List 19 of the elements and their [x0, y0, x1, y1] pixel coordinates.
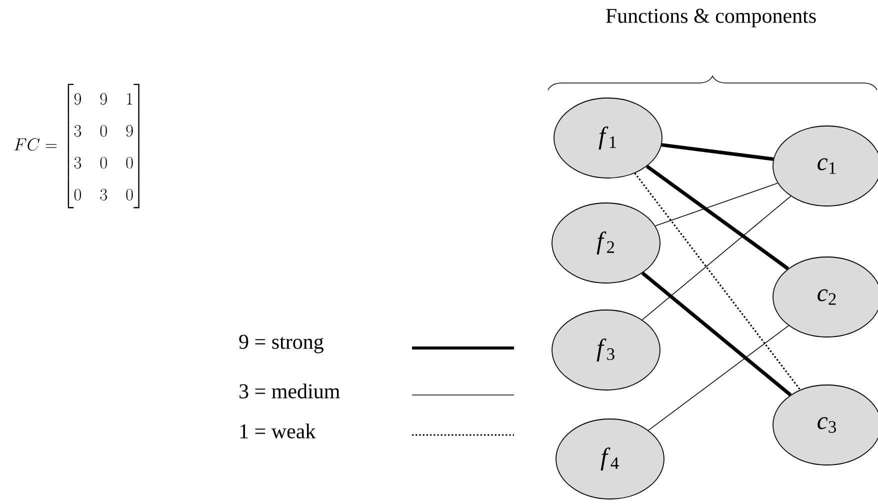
legend-text: 3 = medium — [240, 384, 340, 398]
ellipse-node: f$_{2}$ — [552, 202, 660, 284]
ellipse-node: f$_{1}$ — [554, 98, 662, 178]
heading: Functions & components — [606, 8, 816, 28]
connector-line — [641, 272, 792, 396]
legend-text: 9 = strong — [239, 334, 324, 354]
ellipse-node: c$_{3}$ — [772, 384, 878, 466]
legend-text: 1 = weak — [240, 424, 316, 438]
ellipse-node: c$_{2}$ — [772, 256, 878, 338]
connector-line — [654, 182, 778, 226]
ellipse-node: c$_{1}$ — [772, 126, 878, 206]
matrix-formula: $FC=\begin{bmatrix}9&9&1\\3&0&9\\3&0&0\\0&3&0\end{bmatrix}$ — [14, 84, 140, 208]
ellipse-node: f$_{4}$ — [556, 418, 664, 500]
ellipse-node: f$_{3}$ — [552, 310, 660, 390]
connector-line — [642, 196, 792, 320]
connector-line — [646, 164, 790, 270]
connector-line — [634, 172, 801, 390]
connector-line — [648, 325, 789, 431]
connector-line — [661, 143, 774, 161]
